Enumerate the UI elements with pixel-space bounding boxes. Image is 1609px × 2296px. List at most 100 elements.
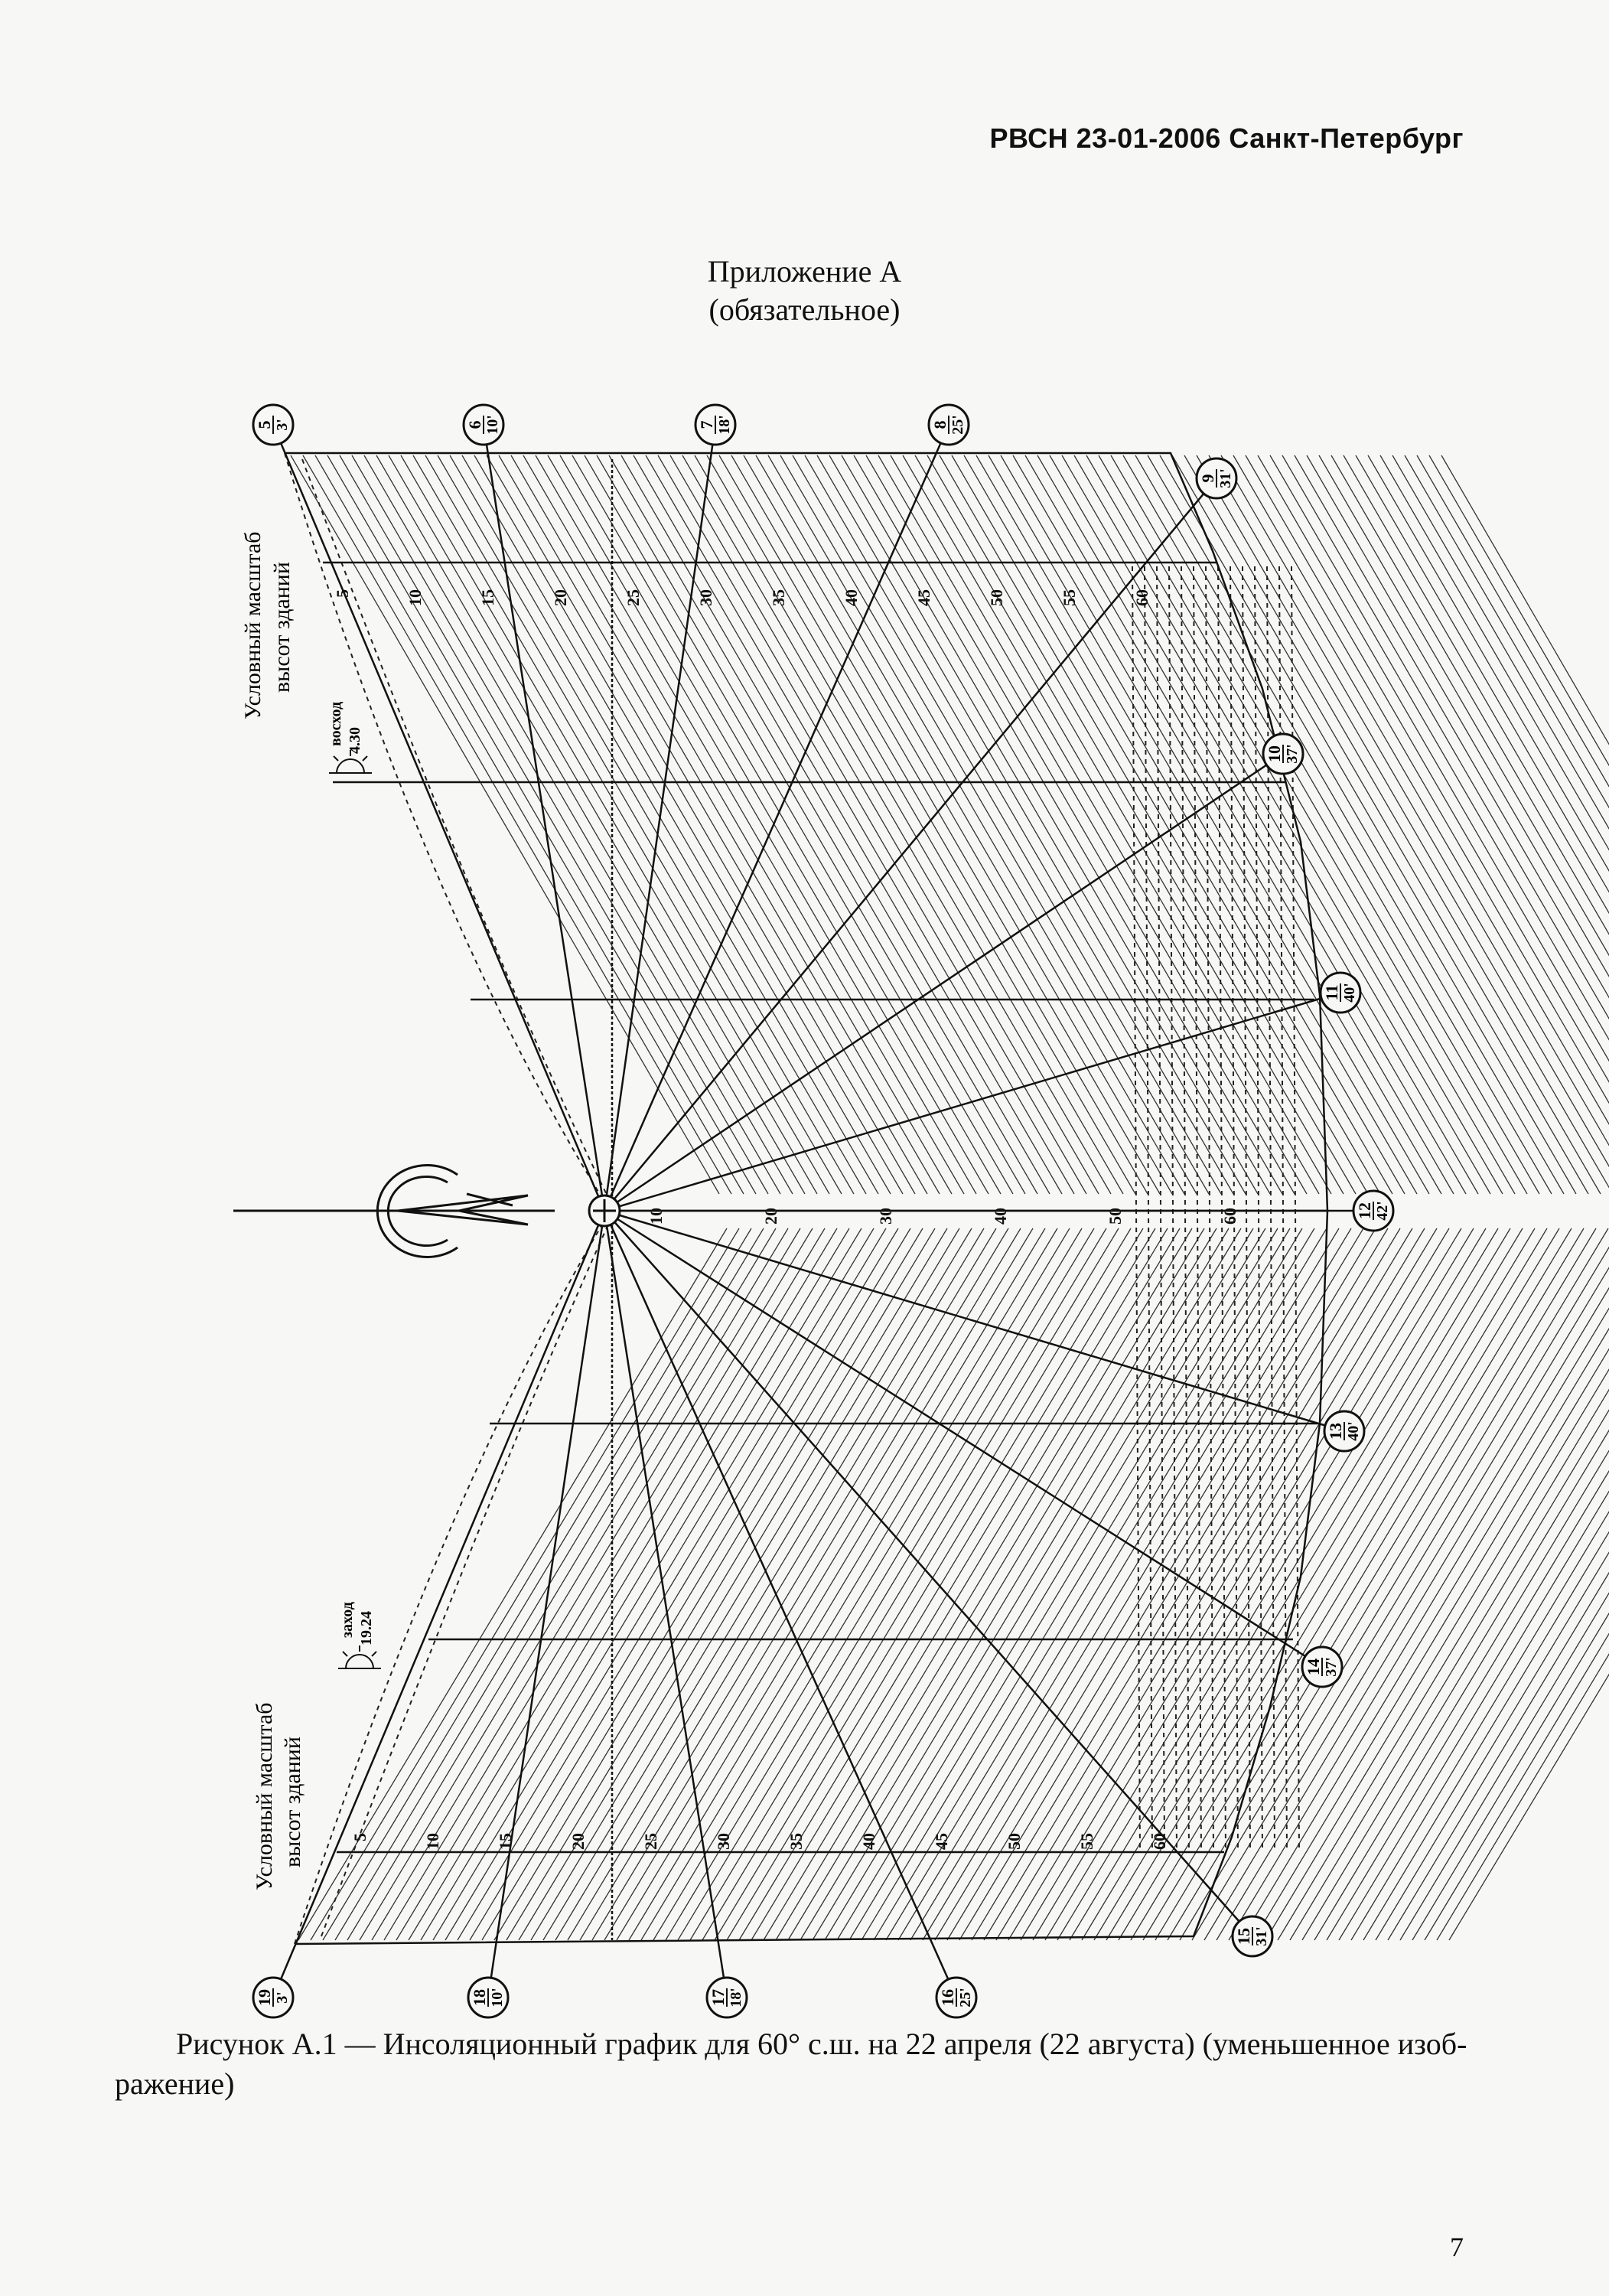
hatch-line bbox=[689, 1228, 1119, 1941]
scale-label-bottom-1: Условный масштаб bbox=[252, 1703, 277, 1890]
hatch-line bbox=[412, 455, 842, 1195]
hour-ray bbox=[604, 1209, 1323, 1668]
hatch-line bbox=[1331, 455, 1609, 935]
hatch-line bbox=[1081, 1228, 1511, 1941]
hatch-line bbox=[694, 455, 1124, 1195]
hour-ray bbox=[482, 424, 606, 1212]
top-scale-tick: 50 bbox=[987, 589, 1006, 606]
hatch-line bbox=[437, 455, 867, 1195]
dashed-boundary bbox=[321, 1224, 609, 1937]
hatch-line bbox=[1289, 1409, 1609, 1941]
hatch-line bbox=[1326, 1469, 1609, 1941]
hatch-line bbox=[890, 455, 1320, 1195]
hour-ray bbox=[603, 1210, 728, 1998]
hatch-line bbox=[1093, 1228, 1523, 1941]
hatch-line bbox=[1436, 1653, 1609, 1941]
hour-value: 18 bbox=[470, 1989, 489, 2006]
bottom-scale-tick: 55 bbox=[1077, 1833, 1096, 1850]
hatch-line bbox=[376, 455, 806, 1195]
hatch-line bbox=[616, 1228, 1046, 1941]
dashed-boundary bbox=[294, 1220, 605, 1945]
hatch-line bbox=[1265, 1368, 1609, 1941]
dashed-scale bbox=[1205, 566, 1214, 1853]
minute-value: 10' bbox=[489, 1988, 506, 2007]
hatch-line bbox=[1155, 1228, 1585, 1941]
hatch-line bbox=[523, 455, 953, 1195]
hatch-line bbox=[677, 1228, 1107, 1941]
hatch-line bbox=[726, 1228, 1156, 1941]
hatch-line bbox=[718, 455, 1148, 1195]
hatch-line bbox=[914, 455, 1344, 1195]
hatch-line bbox=[461, 455, 891, 1195]
hatch-line bbox=[946, 1228, 1376, 1941]
hatch-line bbox=[775, 1228, 1205, 1941]
hatch-line bbox=[1355, 455, 1609, 893]
sunrise-icon bbox=[329, 750, 372, 774]
hatch-line bbox=[1441, 455, 1609, 745]
hour-value: 9 bbox=[1198, 475, 1217, 483]
hatch-line bbox=[542, 1228, 972, 1941]
hatch-line bbox=[1392, 455, 1609, 830]
hatch-line bbox=[1179, 1228, 1609, 1941]
chart-boundary bbox=[285, 452, 1329, 1945]
hatch-line bbox=[751, 1228, 1181, 1941]
hatch-line bbox=[457, 1228, 887, 1941]
hatch-line bbox=[816, 455, 1246, 1195]
hatch-line bbox=[1191, 1246, 1609, 1941]
dashed-scale bbox=[1168, 566, 1177, 1853]
hatch-line bbox=[983, 1228, 1413, 1941]
hatch-line bbox=[645, 455, 1075, 1195]
hatch-line bbox=[1118, 1228, 1548, 1941]
hatch-line bbox=[1220, 455, 1609, 1125]
hatch-line bbox=[669, 455, 1099, 1195]
hatch-line bbox=[310, 1228, 740, 1941]
hatch-line bbox=[738, 1228, 1168, 1941]
minute-value: 25' bbox=[949, 415, 966, 435]
hatch-line bbox=[486, 455, 916, 1195]
hatch-line bbox=[1020, 1228, 1450, 1941]
hatch-line bbox=[665, 1228, 1095, 1941]
hatch-line bbox=[787, 1228, 1217, 1941]
axis-tick: 60 bbox=[1220, 1208, 1239, 1225]
hatch-line bbox=[951, 455, 1381, 1195]
hatch-line bbox=[1057, 1228, 1487, 1941]
hatch-line bbox=[971, 1228, 1401, 1941]
hatch-line bbox=[1252, 1348, 1609, 1941]
hatch-line bbox=[829, 455, 1259, 1195]
height-scale-lines bbox=[323, 459, 1327, 1940]
north-arrow-icon bbox=[233, 1164, 555, 1258]
hatch-line bbox=[731, 455, 1161, 1195]
hatch-line bbox=[498, 455, 928, 1195]
hatch-line bbox=[1147, 455, 1577, 1195]
hour-value: 12 bbox=[1355, 1202, 1374, 1219]
hatch-line bbox=[445, 1228, 875, 1941]
hatch-line bbox=[1167, 1228, 1597, 1941]
hatch-line bbox=[518, 1228, 948, 1941]
hatch-line bbox=[608, 455, 1038, 1195]
dashed-scale bbox=[1156, 566, 1165, 1853]
dashed-scale bbox=[1217, 566, 1226, 1853]
hatch-line bbox=[1448, 1673, 1609, 1941]
hatch-line bbox=[657, 455, 1087, 1195]
dashed-scale bbox=[1193, 566, 1202, 1853]
hatch-line bbox=[714, 1228, 1144, 1941]
hatch-line bbox=[865, 455, 1295, 1195]
hatch-line bbox=[910, 1228, 1340, 1941]
top-scale-tick: 40 bbox=[842, 589, 861, 606]
bottom-scale-tick: 5 bbox=[350, 1833, 370, 1841]
hatch-line bbox=[934, 1228, 1364, 1941]
hour-value: 17 bbox=[708, 1989, 728, 2006]
hatch-line bbox=[1343, 455, 1609, 915]
hatch-line bbox=[506, 1228, 936, 1941]
hatch-line bbox=[555, 1228, 985, 1941]
hatch-line bbox=[848, 1228, 1278, 1941]
hatch-line bbox=[510, 455, 940, 1195]
hatch-line bbox=[1412, 1612, 1609, 1941]
hour-value: 13 bbox=[1326, 1423, 1345, 1440]
hatch-line bbox=[1061, 455, 1491, 1195]
